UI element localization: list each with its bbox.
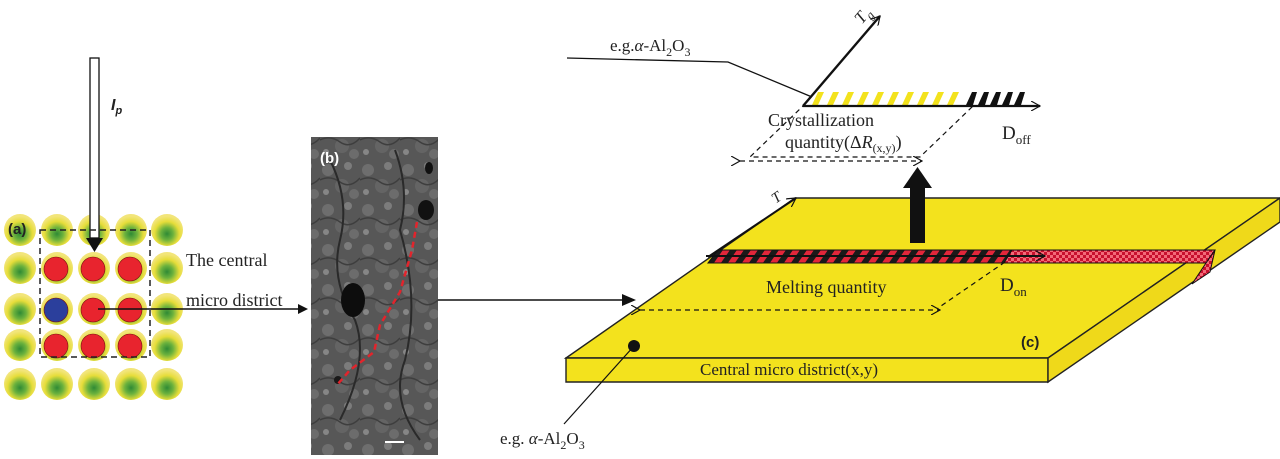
- panel-c-letter: (c): [1021, 334, 1039, 351]
- sem-pore: [341, 283, 365, 317]
- melted-particle: [117, 333, 143, 359]
- grain-halo: [115, 368, 147, 400]
- grain-halo: [78, 368, 110, 400]
- yellow-crystal-mark: [932, 92, 944, 105]
- beam-arrow: [86, 57, 103, 252]
- sem-micrograph: [311, 137, 438, 455]
- melted-particle: [43, 333, 69, 359]
- panel-c: T Melting quantity Don (c) Central micro…: [500, 167, 1280, 452]
- grain-halo: [151, 252, 183, 284]
- alumina-particle-label: e.g. α-Al2O3: [500, 429, 585, 452]
- melted-particle: [43, 256, 69, 282]
- melted-particle: [117, 256, 143, 282]
- yellow-crystal-mark: [902, 92, 914, 105]
- melting-quantity-label: Melting quantity: [766, 277, 887, 297]
- black-crystal-mark: [966, 92, 977, 105]
- grain-halo: [4, 293, 36, 325]
- central-district-block-label: Central micro district(x,y): [700, 360, 878, 379]
- panel-a: Ip (a) The central micro district: [4, 57, 308, 400]
- yellow-crystal-mark: [947, 92, 959, 105]
- pointer-line: [566, 57, 813, 98]
- central-district-label-line1: The central: [186, 250, 267, 270]
- central-district-label-line2: micro district: [186, 290, 282, 310]
- t-axis-slab-label: T: [769, 188, 786, 207]
- crystallization-plane: Tg Crystallization quantity(ΔR(x,y)) Dof…: [566, 7, 1040, 161]
- panel-b: (b): [311, 137, 636, 455]
- yellow-crystal-mark: [842, 92, 854, 105]
- yellow-crystal-mark: [857, 92, 869, 105]
- d-on-label: Don: [1000, 275, 1027, 299]
- melted-particle: [117, 297, 143, 323]
- yellow-crystal-mark: [872, 92, 884, 105]
- cryst-yellow-ticks: [812, 92, 959, 105]
- melt-track-end: [1191, 249, 1216, 285]
- grain-halo: [4, 368, 36, 400]
- black-crystal-mark: [978, 92, 989, 105]
- panel-a-letter: (a): [8, 221, 26, 238]
- grain-halo: [4, 214, 36, 246]
- black-crystal-mark: [1002, 92, 1013, 105]
- grain-halo: [151, 368, 183, 400]
- black-crystal-mark: [1014, 92, 1025, 105]
- d-off-label: Doff: [1002, 123, 1031, 147]
- crack-path: [336, 221, 419, 386]
- central-district-box: [39, 229, 151, 358]
- upward-arrow: [903, 167, 932, 243]
- grain-halo: [151, 329, 183, 361]
- cryst-black-ticks: [966, 92, 1025, 105]
- pointer-label: e.g.α-Al2O3: [610, 36, 690, 59]
- yellow-crystal-mark: [827, 92, 839, 105]
- grain-halo: [41, 214, 73, 246]
- black-crystal-mark: [990, 92, 1001, 105]
- grain-halo: [151, 214, 183, 246]
- yellow-crystal-mark: [812, 92, 824, 105]
- t-axis-slab: [707, 197, 796, 258]
- central-particle: [43, 297, 69, 323]
- beam-symbol: Ip: [111, 97, 122, 117]
- t-axis-top: [802, 16, 881, 107]
- cryst-label-line2: quantity(ΔR(x,y)): [785, 132, 902, 155]
- melted-particle: [80, 297, 106, 323]
- cryst-label-line1: Crystallization: [768, 110, 874, 130]
- melted-particle: [80, 256, 106, 282]
- grain-halo: [4, 329, 36, 361]
- panel-b-letter: (b): [320, 150, 339, 167]
- yellow-crystal-mark: [887, 92, 899, 105]
- melted-particle: [80, 333, 106, 359]
- grain-halo: [41, 368, 73, 400]
- grain-halo: [4, 252, 36, 284]
- yellow-crystal-mark: [917, 92, 929, 105]
